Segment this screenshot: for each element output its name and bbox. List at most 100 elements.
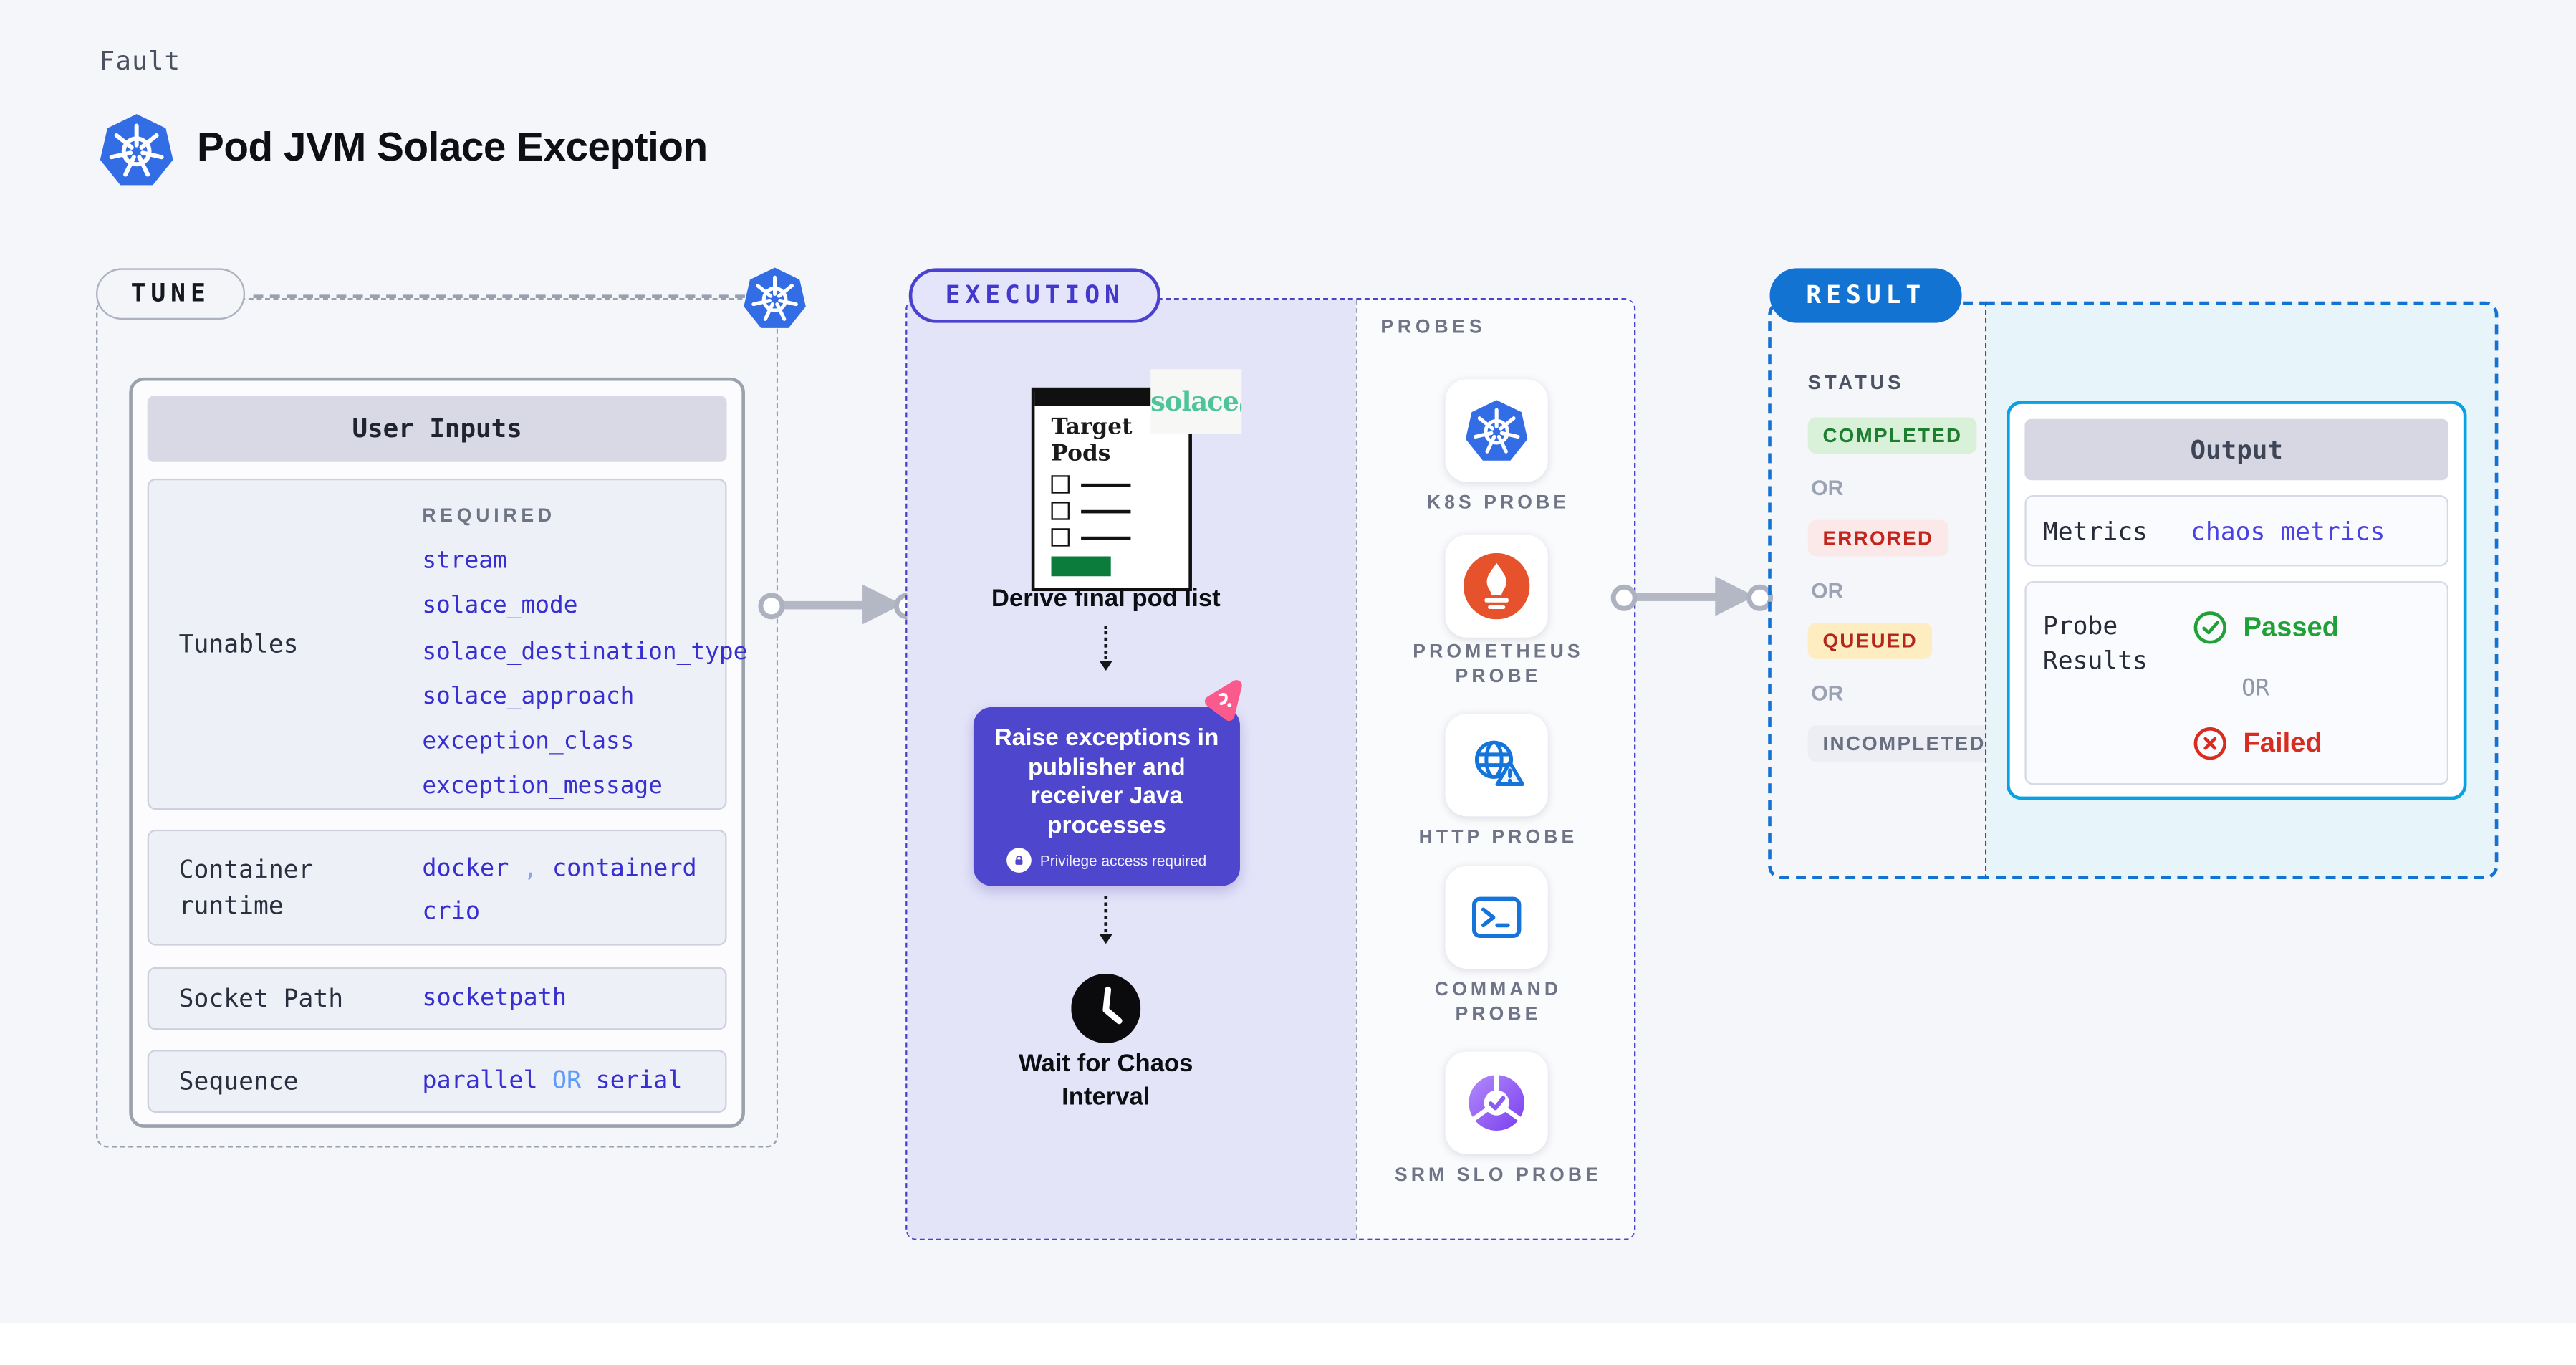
clock-icon [1071,974,1140,1043]
solace-dot-icon [1240,401,1242,412]
tunable-value: exception_class [422,729,635,756]
arrow-down-icon [1098,934,1112,944]
chaos-action-card: Raise exceptions in publisher and receiv… [973,707,1240,886]
kubernetes-icon [741,263,807,332]
probe-label: SRM SLO PROBE [1394,1165,1602,1186]
output-header: Output [2024,418,2449,481]
status-badge-queued: QUEUED [1807,622,1933,659]
output-or: OR [2241,675,2270,702]
prometheus-probe-card [1445,535,1548,638]
lock-icon [1006,848,1032,873]
http-probe-card [1445,714,1548,817]
kubernetes-icon [97,110,176,191]
tunables-row: Tunables REQUIRED stream solace_mode sol… [147,478,747,810]
wait-chaos-interval-step: Wait for Chaos Interval [1019,1050,1193,1111]
status-badge-incompleted: INCOMPLETED [1807,725,2001,762]
status-heading: STATUS [1807,370,1905,395]
socket-path-label: Socket Path [178,983,344,1014]
tunable-value: stream [422,547,507,575]
user-inputs-card: User Inputs Tunables REQUIRED stream sol… [129,377,747,1128]
button-bar [1051,556,1111,577]
chaos-action-text: Raise exceptions in publisher and receiv… [994,725,1219,839]
prometheus-icon [1464,553,1529,619]
probes-heading: PROBES [1380,317,1486,338]
pod-list-item [1051,528,1189,547]
sequence-label: Sequence [178,1066,299,1096]
solace-logo: solace [1150,369,1242,434]
tunable-value: solace_mode [422,593,578,621]
status-badge-completed: COMPLETED [1807,417,1978,454]
passed-result: Passed [2192,609,2339,646]
tunable-value: solace_destination_type [422,638,748,666]
window-titlebar [1034,391,1189,406]
probe-label: COMMAND PROBE [1434,980,1562,1025]
status-or: OR [1811,475,1844,500]
target-pods-title: Target Pods [1051,413,1133,466]
result-status-box: STATUS COMPLETED OR ERRORED OR QUEUED OR… [1768,301,2001,880]
privilege-note: Privilege access required [974,848,1240,873]
required-label: REQUIRED [422,507,556,527]
sequence-row: Sequence parallel OR serial [147,1050,727,1113]
status-or: OR [1811,578,1844,603]
srm-slo-probe-card [1445,1051,1548,1154]
tunable-value: exception_message [422,774,663,801]
socket-path-row: Socket Path socketpath [147,967,727,1030]
tune-section-box [96,297,779,1148]
terminal-icon [1464,884,1529,950]
flow-connector [1104,626,1108,659]
tunables-label: Tunables [178,629,299,659]
result-output-box: Output Metrics chaos metrics Probe Resul… [1984,301,2499,880]
execution-badge: EXECUTION [908,268,1161,323]
command-probe-card [1445,866,1548,969]
socket-path-value: socketpath [422,985,567,1012]
runtime-value: crio [422,899,481,926]
tunable-value: solace_approach [422,684,635,711]
container-runtime-row: Container runtime docker , containerd cr… [147,829,727,946]
execution-steps-panel: Target Pods solace Derive final pod list… [907,300,1356,1239]
probe-label: HTTP PROBE [1418,828,1578,848]
runtime-value: docker [422,856,509,883]
pod-list-item [1051,502,1189,520]
list-line [1081,535,1131,540]
output-card: Output Metrics chaos metrics Probe Resul… [2006,401,2467,800]
container-runtime-label: Container runtime [178,854,314,921]
globe-alert-icon [1464,732,1529,798]
flow-connector [1104,896,1108,933]
checkbox-icon [1051,528,1070,547]
tune-connector-line [253,294,745,298]
tune-badge: TUNE [96,268,246,320]
probe-label: PROMETHEUS PROBE [1413,642,1584,688]
probes-panel: PROBES K8S PROBE PROMETHEUS PROBE HTTP P… [1355,300,1635,1239]
probe-results-label: Probe Results [2042,610,2148,676]
runtime-separator: , [523,856,538,883]
list-line [1081,509,1131,513]
slo-gauge-icon [1464,1070,1529,1136]
footer-band [0,1323,2576,1365]
checkbox-icon [1051,475,1070,494]
failed-result: Failed [2192,725,2322,762]
checkbox-icon [1051,502,1070,520]
probe-label: K8S PROBE [1426,493,1570,514]
pod-list-item [1051,475,1189,494]
kubernetes-icon [1464,398,1529,464]
list-line [1081,482,1131,487]
metrics-value: chaos metrics [2191,515,2385,546]
status-or: OR [1811,680,1844,706]
execution-to-result-arrow [1610,576,1774,616]
derive-pod-list-step: Derive final pod list [991,584,1221,613]
tune-to-execution-arrow [758,584,921,625]
check-circle-icon [2193,611,2226,644]
x-circle-icon [2193,727,2226,760]
probe-results-row: Probe Results Passed OR [2024,581,2449,785]
page-title: Pod JVM Solace Exception [197,125,708,171]
user-inputs-header: User Inputs [147,396,727,462]
tunables-list: stream solace_mode solace_destination_ty… [422,540,753,811]
sequence-value: parallel OR serial [422,1068,683,1095]
status-badge-errored: ERRORED [1807,519,1949,557]
runtime-value: containerd [552,856,697,883]
metrics-label: Metrics [2042,515,2148,546]
container-runtime-values: docker , containerd crio [422,848,696,934]
arrow-down-icon [1098,661,1112,671]
litmus-chaos-icon [1201,677,1247,724]
